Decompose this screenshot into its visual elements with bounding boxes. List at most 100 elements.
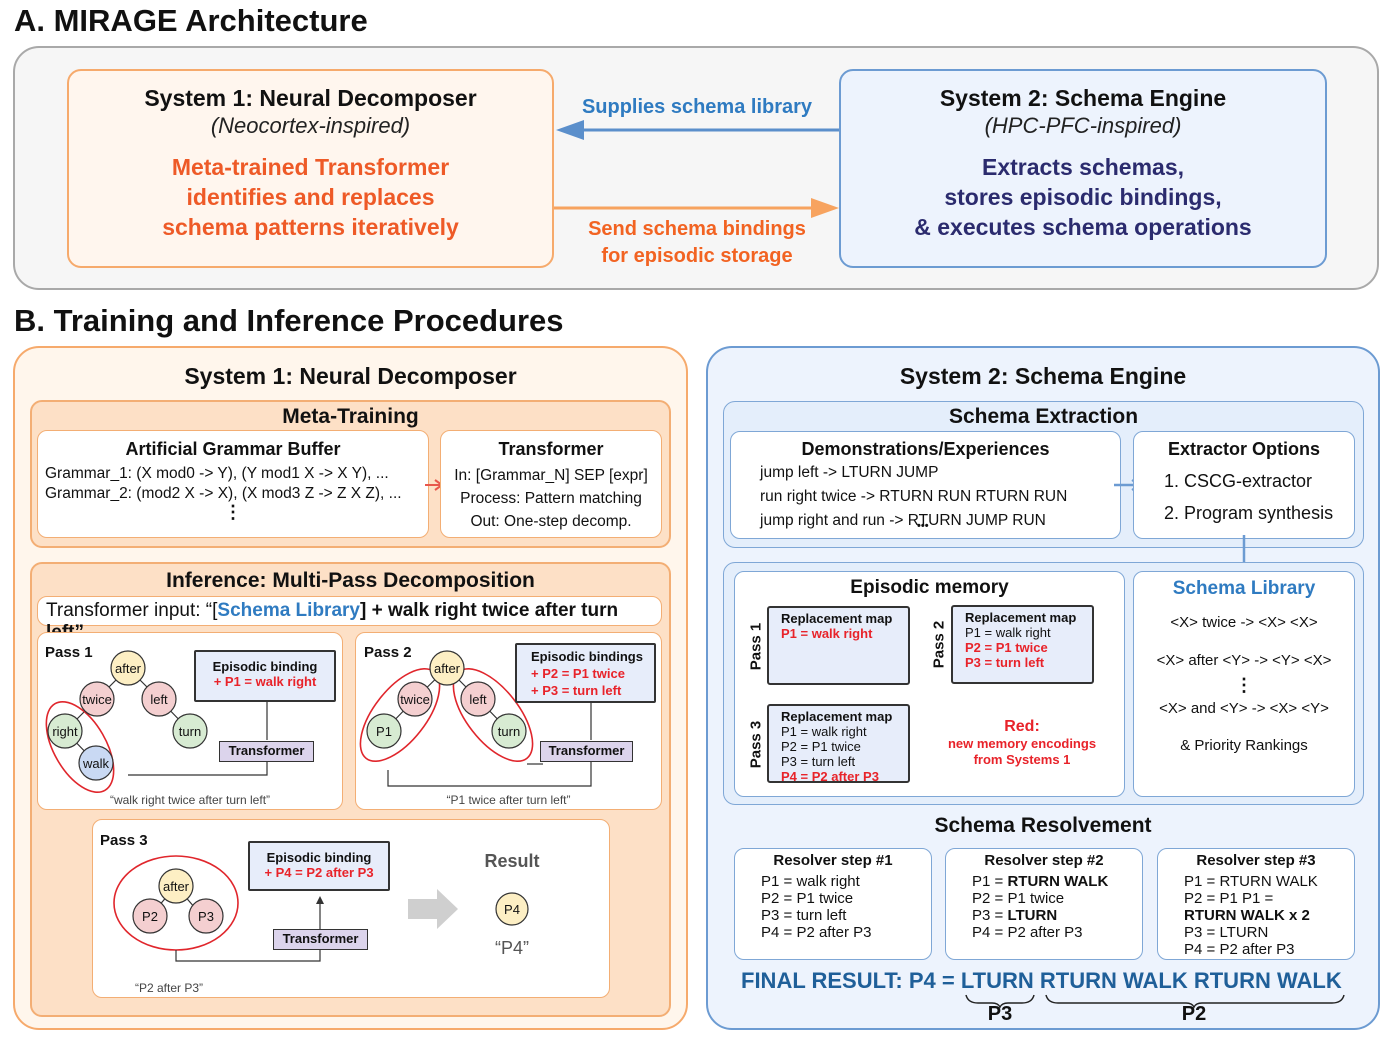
grammar-buffer-title: Artificial Grammar Buffer [125,439,341,459]
final-result: FINAL RESULT: P4 = LTURN RTURN WALK RTUR… [741,968,1342,994]
map-entry: P1 = walk right [781,724,867,739]
system2-architecture-box: System 2: Schema Engine (HPC-PFC-inspire… [839,69,1327,268]
node-label: P2 [142,909,158,924]
grammar-line: Grammar_1: (X mod0 -> Y), (Y mod1 X -> X… [45,465,389,482]
node-label: twice [82,692,112,707]
system1-line: Meta-trained Transformer [171,154,450,180]
node-label: P3 [198,909,214,924]
node-after [158,868,194,904]
resolver-title: Resolver step #1 [773,852,893,869]
node-after [110,650,146,686]
brace-p2-label: P2 [1181,1003,1207,1025]
demonstrations-ellipsis: ••• [917,520,929,532]
memory-pass1-label: Pass 1 [747,622,765,671]
schema-library-card: Schema Library <X> twice -> <X> <X> <X> … [1133,571,1355,797]
schema-library-title: Schema Library [1172,578,1316,599]
demonstration-line: jump left -> LTURN JUMP [760,464,939,481]
node-p1 [366,713,402,749]
node-label: after [163,879,190,894]
node-p2 [132,898,168,934]
pass2-label: Pass 2 [364,644,412,661]
send-bindings-label: Send schema bindings for episodic storag… [555,216,839,270]
legend-line: new memory encodings [947,736,1097,751]
resolver-title: Resolver step #3 [1196,852,1316,869]
send-bindings-line: Send schema bindings [588,218,806,240]
system1-line: schema patterns iteratively [162,214,459,240]
node-label: left [150,692,168,707]
map-entry: P3 = turn left [781,754,856,769]
resolver-line: P4 = P2 after P3 [1184,941,1295,958]
binding-title: Episodic binding [212,659,318,674]
memory-pass3-map: Replacement map P1 = walk right P2 = P1 … [767,704,910,784]
demonstration-line: run right twice -> RTURN RUN RTURN RUN [760,488,1068,505]
resolver-line: P1 = walk right [761,873,860,890]
pass3-label: Pass 3 [100,832,148,849]
node-left [460,681,496,717]
result-braces [965,994,1345,1009]
map-entry: P1 = walk right [781,626,873,641]
node-p3 [188,898,224,934]
brace-p3-label: P3 [987,1003,1013,1025]
meta-transformer-card: Transformer In: [Grammar_N] SEP [expr] P… [440,430,662,538]
resolver-line: P4 = P2 after P3 [972,924,1083,941]
resolver-line: P4 = P2 after P3 [761,924,872,941]
schema-resolvement-title: Schema Resolvement [934,814,1152,837]
node-walk [78,745,114,781]
final-result-prefix: FINAL RESULT: P4 = [741,968,961,993]
pass3-binding-box: Episodic binding + P4 = P2 after P3 [248,841,390,891]
system1-subtitle: (Neocortex-inspired) [210,113,411,138]
node-twice [79,681,115,717]
pass2-binding-box: Episodic bindings + P2 = P1 twice + P3 =… [515,643,656,703]
node-after [429,650,465,686]
pass3-tree: after P2 P3 P4 [113,855,529,962]
node-right [47,713,83,749]
system1-procedure-title: System 1: Neural Decomposer [184,363,517,389]
node-turn [491,713,527,749]
system2-line: & executes schema operations [914,214,1252,240]
demonstrations-title: Demonstrations/Experiences [801,439,1050,459]
section-a-heading: A. MIRAGE Architecture [14,3,368,38]
node-twice [397,681,433,717]
node-label: left [469,692,487,707]
brace-p3-icon [965,994,1035,1009]
system1-architecture-box: System 1: Neural Decomposer (Neocortex-i… [67,69,554,268]
resolver-line: P1 = RTURN WALK [1184,873,1318,890]
pass1-selection-ellipse [45,700,115,794]
node-left [141,681,177,717]
node-label: P1 [376,724,392,739]
map-entry: P1 = walk right [965,625,1051,640]
red-legend: Red: new memory encodings from Systems 1 [924,718,1120,768]
grammar-line: Grammar_2: (mod2 X -> X), (X mod3 Z -> Z… [45,485,402,502]
extractor-option: 2. Program synthesis [1164,503,1334,523]
pass1-transformer-box: Transformer [219,741,314,762]
input-schema-library: Schema Library [217,600,360,621]
legend-line: from Systems 1 [973,752,1071,767]
memory-pass1-map: Replacement map P1 = walk right [767,606,910,685]
arrow-up-icon [316,896,324,904]
binding-title: Episodic bindings [531,649,643,664]
memory-pass2-label: Pass 2 [930,620,948,669]
transformer-input-bar: Transformer input: “[Schema Library] + w… [37,596,662,643]
schema-ellipsis: ⋮ [1235,675,1253,695]
extractor-options-card: Extractor Options 1. CSCG-extractor 2. P… [1133,431,1355,539]
system1-line: identifies and replaces [186,184,435,210]
final-result-p2-part: RTURN WALK RTURN WALK [1039,968,1342,993]
resolver-line: P3 = LTURN [1184,924,1269,941]
node-label: twice [400,692,430,707]
architecture-arrows [554,120,839,218]
system2-subtitle: (HPC-PFC-inspired) [984,113,1182,138]
schema-extraction-title: Schema Extraction [948,405,1139,428]
map-entry: P3 = turn left [965,655,1045,670]
node-label: turn [498,724,520,739]
system1-title: System 1: Neural Decomposer [144,85,477,111]
node-label: right [52,724,78,739]
resolver-step-1: Resolver step #1 P1 = walk right P2 = P1… [734,848,932,960]
map-entry: P4 = P2 after P3 [781,769,879,784]
node-turn [172,713,208,749]
binding-entry: + P1 = walk right [213,674,317,689]
memory-pass3-label: Pass 3 [747,720,765,769]
schema-rule: <X> twice -> <X> <X> [1170,614,1318,631]
system2-line: Extracts schemas, [981,154,1184,180]
node-label: after [434,661,461,676]
pass3-caption: “P2 after P3” [135,981,204,995]
